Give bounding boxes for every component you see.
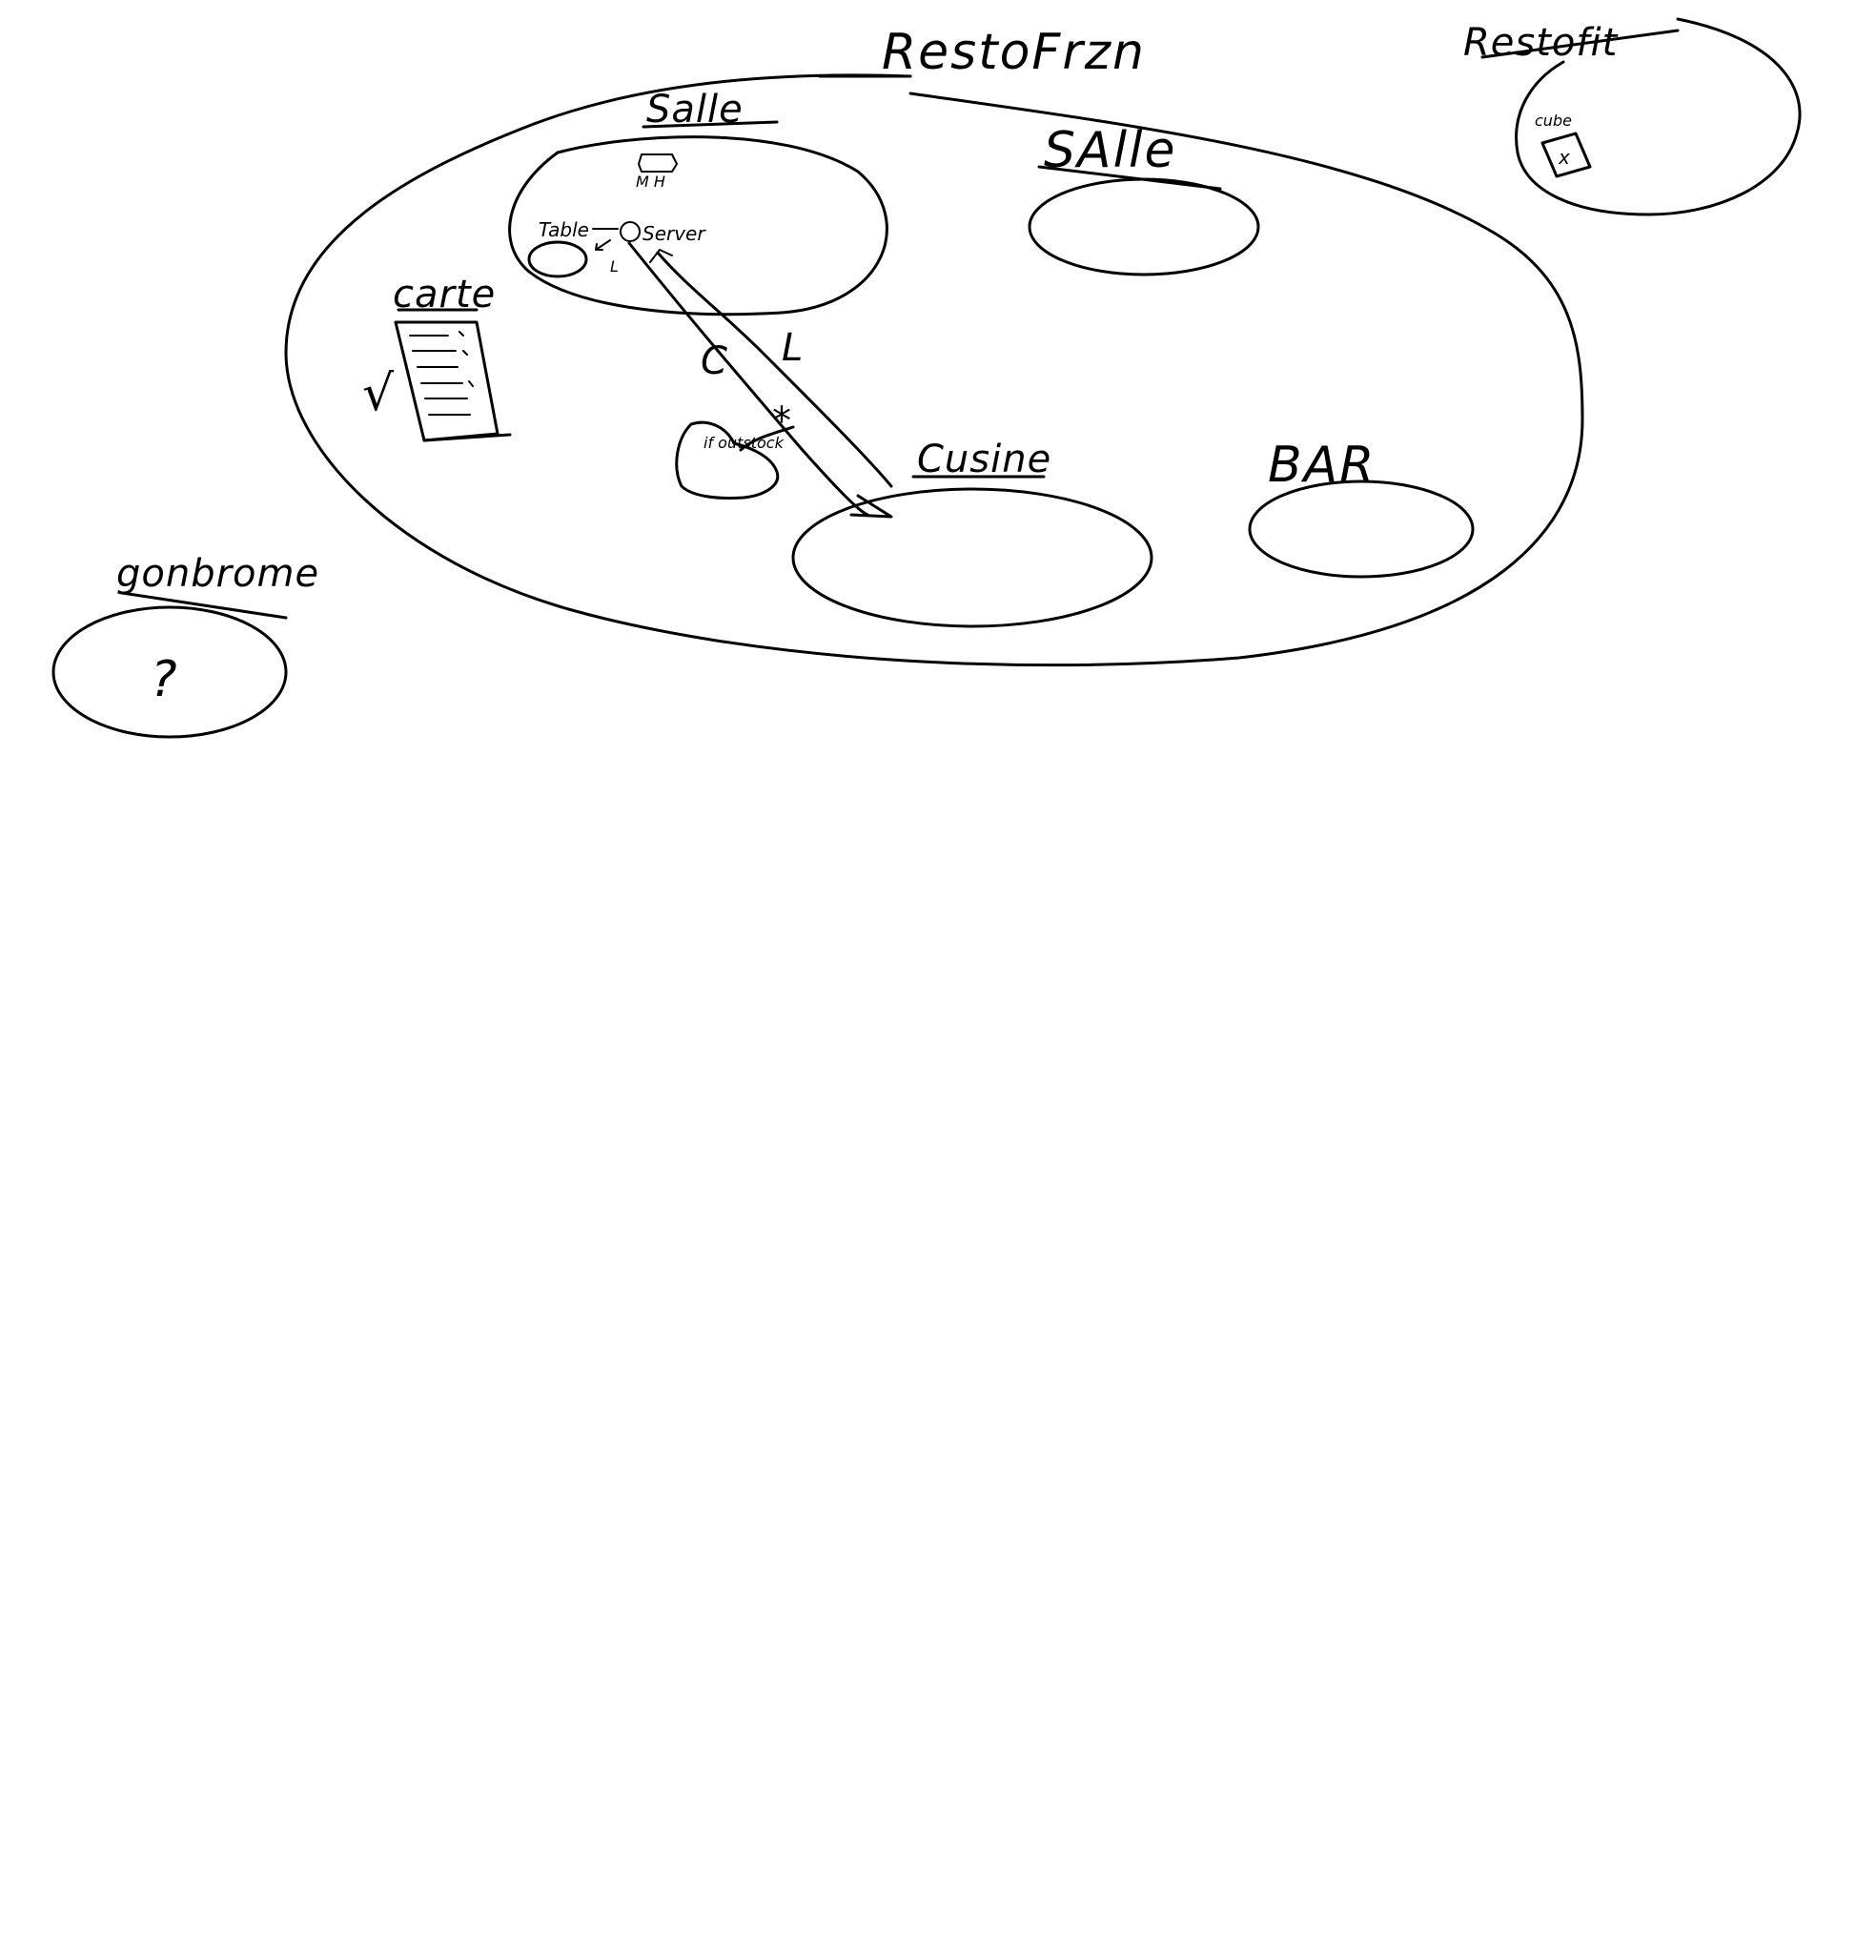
salle-2-zone xyxy=(1028,177,1260,276)
return-arrowhead xyxy=(649,249,673,263)
server-to-cuisine-arrow xyxy=(627,241,869,517)
cube-x: x xyxy=(1558,146,1570,169)
carte-baseline xyxy=(422,433,512,442)
server-icon xyxy=(620,221,641,242)
cuisine-zone xyxy=(791,487,1153,628)
salle-2-underline xyxy=(1037,165,1222,191)
carte-sheet xyxy=(394,320,500,442)
server-label: Server xyxy=(642,222,706,245)
gondrome-underline xyxy=(120,591,288,620)
resto-fit-zone xyxy=(1515,17,1802,216)
cube-box xyxy=(1540,132,1592,178)
edge-l-label: L xyxy=(782,326,804,370)
table-to-server-arrow xyxy=(592,228,619,251)
cube-label: cube xyxy=(1535,112,1572,130)
out-of-stock-connector xyxy=(739,425,795,452)
cuisine-to-server-return xyxy=(656,251,893,488)
gondrome-label: gonbrome xyxy=(116,552,319,596)
carte-marks xyxy=(459,331,474,387)
edge-c-label: C xyxy=(701,339,728,383)
table-label: Table xyxy=(539,218,589,241)
out-of-stock-bubble xyxy=(675,420,780,500)
mh-icon xyxy=(638,153,678,173)
table-edge-l: L xyxy=(610,257,619,276)
gondrome-zone xyxy=(51,605,288,739)
asterisk: * xyxy=(772,399,792,443)
question-mark: ? xyxy=(151,651,179,708)
mh-label: M H xyxy=(636,173,665,191)
resto-fit-underline xyxy=(1480,29,1680,59)
salle-1-zone xyxy=(508,135,888,316)
table-ellipse xyxy=(527,240,588,278)
out-of-stock-label: if outstock xyxy=(704,434,785,452)
restaurant-title: RestoFrzn xyxy=(882,24,1146,81)
checkmark: √ xyxy=(362,365,396,422)
cuisine-label: Cusine xyxy=(917,438,1051,481)
restaurant-boundary xyxy=(284,73,1584,667)
carte-lines xyxy=(409,335,471,416)
salle-1-underline xyxy=(642,120,779,129)
bar-zone xyxy=(1248,480,1475,579)
